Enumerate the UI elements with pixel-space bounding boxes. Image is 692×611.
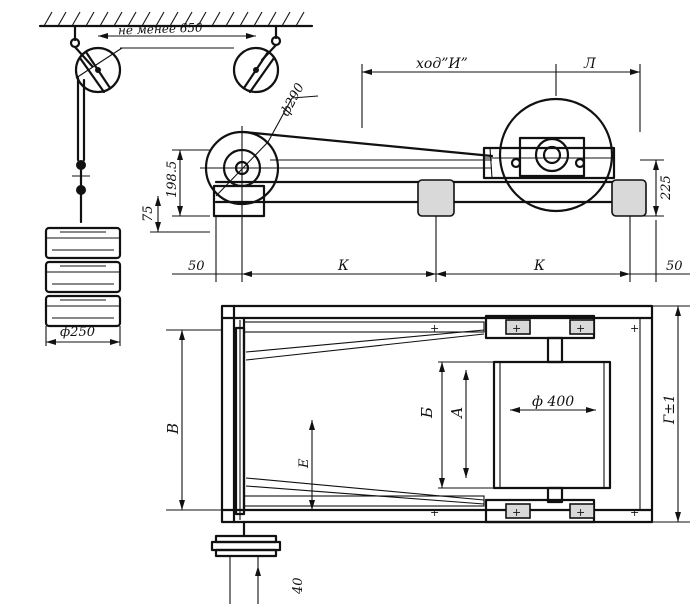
dim-225-label: 225 xyxy=(659,175,674,201)
plan-drum xyxy=(492,336,612,504)
right-hanging-pulley xyxy=(232,24,282,94)
weight-dia-label: ф250 xyxy=(60,325,95,340)
dim-40-label: 40 xyxy=(291,577,306,595)
b-label: Б xyxy=(418,407,436,419)
pulley-dia-label: ф290 xyxy=(278,81,308,119)
spacing-dimension xyxy=(98,33,256,49)
svg-text:+: + xyxy=(630,506,639,519)
svg-text:+: + xyxy=(576,322,585,335)
drum-dia-label: ф 400 xyxy=(532,394,574,410)
spacing-label: не менее 650 xyxy=(118,21,203,38)
dim-50-right-label: 50 xyxy=(666,259,683,274)
svg-text:+: + xyxy=(430,506,439,519)
svg-text:+: + xyxy=(576,506,585,519)
svg-text:+: + xyxy=(630,322,639,335)
dim-198-label: 198.5 xyxy=(165,161,180,198)
svg-text:+: + xyxy=(512,506,521,519)
plan-bearings: + + + + + + + + xyxy=(430,314,639,524)
v-label: В xyxy=(164,423,182,435)
a-label: А xyxy=(448,407,466,419)
dim-50-left-label: 50 xyxy=(188,259,205,274)
stroke-dimension xyxy=(361,64,641,132)
plan-dimensions xyxy=(166,305,690,523)
g-label: Г±1 xyxy=(662,394,678,425)
left-hanging-pulley xyxy=(69,24,122,94)
rope-and-weights xyxy=(44,47,123,328)
bottom-pulley xyxy=(210,520,282,604)
left-idler-pulley xyxy=(200,126,494,210)
svg-text:+: + xyxy=(430,322,439,335)
l-label: Л xyxy=(583,56,596,72)
e-label: Е xyxy=(297,458,312,469)
ceiling-support xyxy=(38,11,314,28)
svg-text:+: + xyxy=(512,322,521,335)
length-dimensions xyxy=(172,210,690,282)
k-left-label: К xyxy=(337,258,350,274)
stroke-label: ход”И” xyxy=(416,56,468,72)
plan-view-frame xyxy=(220,304,654,524)
drive-drum xyxy=(489,97,614,213)
pulley-diameter-dimension xyxy=(215,95,319,197)
weight-diameter-dimension xyxy=(45,326,121,346)
height-dimensions xyxy=(150,149,664,233)
dim-75-label: 75 xyxy=(141,205,156,222)
k-right-label: К xyxy=(533,258,546,274)
